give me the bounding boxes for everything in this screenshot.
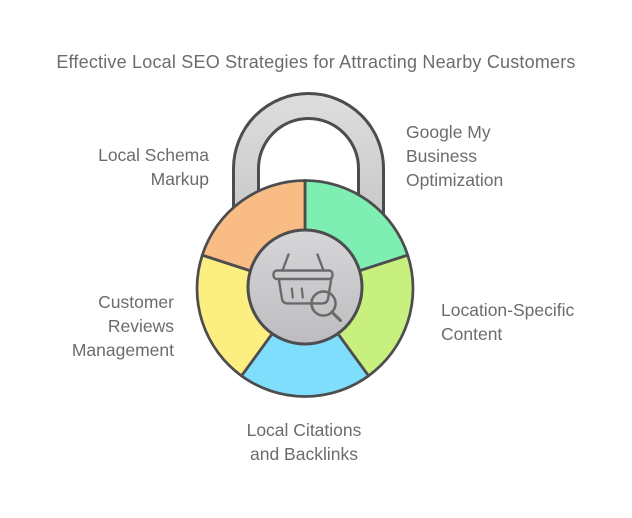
- search-icon: [310, 290, 342, 322]
- padlock-shackle-icon: [232, 92, 385, 257]
- padlock-center-hub: [246, 228, 364, 346]
- label-local-citations-backlinks: Local Citations and Backlinks: [246, 420, 362, 464]
- label-google-my-business: Google My Business Optimization: [406, 122, 504, 190]
- label-location-specific-content: Location-Specific Content: [441, 300, 575, 344]
- label-customer-reviews-management: Customer Reviews Management: [71, 292, 174, 360]
- page-title: Effective Local SEO Strategies for Attra…: [56, 52, 576, 72]
- label-local-schema-markup: Local Schema Markup: [98, 145, 209, 189]
- shopping-basket-icon: [272, 253, 334, 305]
